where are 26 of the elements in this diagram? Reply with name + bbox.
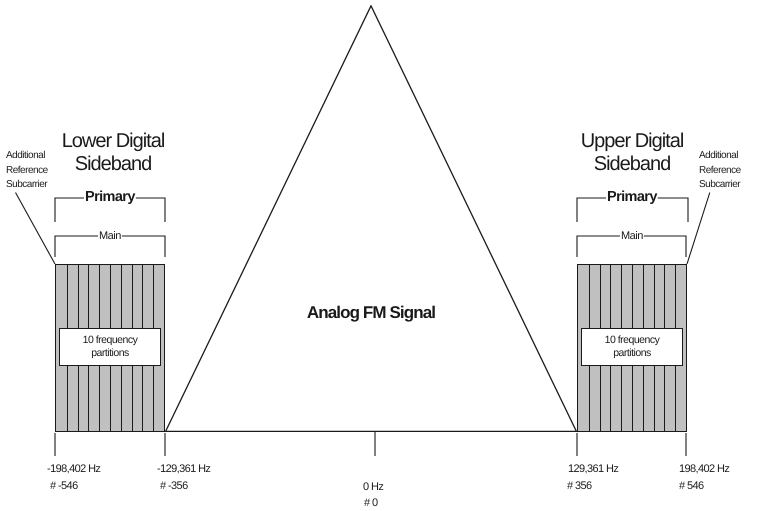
frequency-label: 198,402 Hz xyxy=(679,462,730,476)
bracket-label: Primary xyxy=(607,189,657,206)
annotation-text: Additional Reference Subcarrier xyxy=(699,149,742,192)
frequency-label: 0 Hz xyxy=(363,480,384,494)
leader-line xyxy=(15,192,56,264)
bracket-label: Primary xyxy=(85,189,135,206)
annotation-text: Additional Reference Subcarrier xyxy=(6,149,49,192)
bracket-label: Main xyxy=(621,229,643,243)
frequency-label: -129,361 Hz xyxy=(157,462,210,476)
partitions-box: 10 frequency partitions xyxy=(581,328,683,366)
leader-line xyxy=(686,192,710,264)
frequency-band xyxy=(55,264,165,432)
frequency-label: -198,402 Hz xyxy=(47,462,100,476)
signal-label: Analog FM Signal xyxy=(306,303,436,323)
subcarrier-number: # 546 xyxy=(679,479,704,493)
subcarrier-number: # 0 xyxy=(364,496,378,510)
triangle-shape xyxy=(165,5,577,432)
sideband-heading: Upper Digital Sideband xyxy=(580,130,684,176)
frequency-band xyxy=(577,264,687,432)
bracket-label: Main xyxy=(99,229,121,243)
subcarrier-number: # -356 xyxy=(160,479,188,493)
subcarrier-number: # 356 xyxy=(567,479,592,493)
sideband-heading: Lower Digital Sideband xyxy=(61,130,165,176)
frequency-label: 129,361 Hz xyxy=(568,462,618,476)
partitions-box: 10 frequency partitions xyxy=(59,328,161,366)
subcarrier-number: # -546 xyxy=(50,479,78,493)
